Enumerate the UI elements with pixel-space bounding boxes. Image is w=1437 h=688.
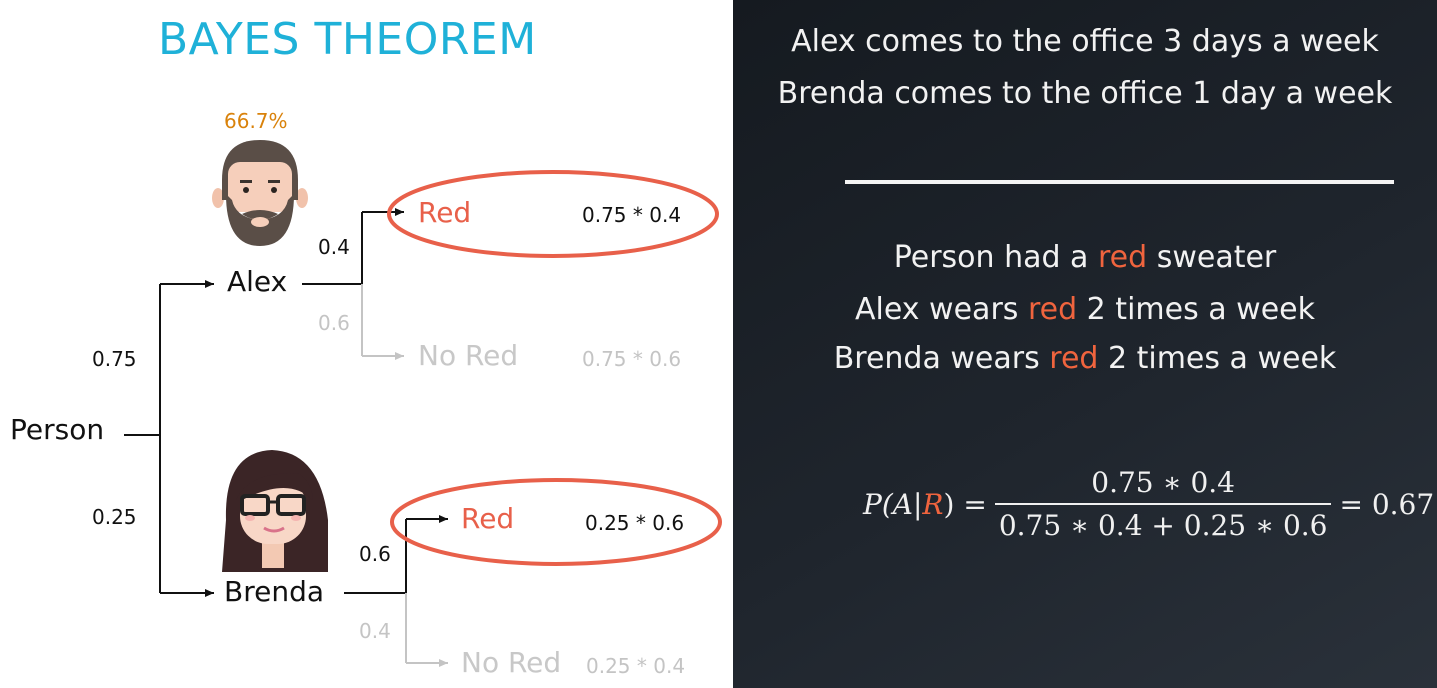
alex-nored-outcome: No Red (418, 339, 519, 372)
brenda-nored-expression: 0.25 * 0.4 (586, 654, 686, 678)
formula-result: = 0.67 (1339, 487, 1435, 521)
observation-line: Person had a red sweater (893, 240, 1277, 275)
brenda-nored-outcome: No Red (461, 646, 562, 679)
alex-red-expression: 0.75 * 0.4 (582, 203, 682, 227)
brenda-red-outcome: Red (461, 502, 515, 535)
brenda-avatar (222, 450, 328, 572)
bayes-formula: P(A|R) = 0.75 ∗ 0.4 0.75 ∗ 0.4 + 0.25 ∗ … (863, 466, 1434, 542)
probability-tree-lines (124, 140, 722, 667)
brenda-prior-label: 0.25 (92, 505, 137, 529)
tree-panel: BAYES THEOREM (10, 14, 722, 679)
formula-lhs: P(A|R) = (863, 487, 987, 521)
alex-prior-label: 0.75 (92, 347, 137, 371)
fraction-bar (994, 503, 1332, 505)
formula-fraction: 0.75 ∗ 0.4 0.75 ∗ 0.4 + 0.25 ∗ 0.6 (994, 466, 1332, 542)
brenda-attendance-fact: Brenda comes to the office 1 day a week (777, 76, 1393, 111)
alex-avatar (212, 140, 308, 246)
brenda-red-word: red (1049, 341, 1099, 376)
brenda-red-expression: 0.25 * 0.6 (585, 511, 685, 535)
formula-r-symbol: R (922, 487, 944, 521)
brenda-p-red: 0.6 (359, 542, 391, 566)
alex-p-nored: 0.6 (318, 311, 350, 335)
alex-attendance-fact: Alex comes to the office 3 days a week (791, 24, 1379, 59)
facts-panel: Alex comes to the office 3 days a week B… (733, 0, 1437, 688)
alex-branch-lines (302, 208, 404, 360)
brenda-red-highlight (390, 478, 722, 566)
root-branch-lines (124, 280, 214, 597)
alex-name: Alex (227, 265, 288, 298)
alex-posterior-percent: 66.7% (224, 109, 288, 133)
observation-red-word: red (1097, 240, 1148, 275)
alex-wears-line: Alex wears red 2 times a week (854, 292, 1315, 327)
brenda-name: Brenda (224, 575, 325, 608)
root-person-label: Person (10, 413, 105, 446)
alex-red-highlight (387, 170, 719, 258)
divider (845, 180, 1394, 184)
page-title: BAYES THEOREM (158, 14, 537, 65)
brenda-branch-lines (344, 515, 448, 667)
alex-red-word: red (1027, 292, 1078, 327)
alex-red-outcome: Red (418, 196, 472, 229)
alex-p-red: 0.4 (318, 235, 350, 259)
brenda-wears-line: Brenda wears red 2 times a week (833, 341, 1337, 376)
brenda-p-nored: 0.4 (359, 619, 391, 643)
formula-denominator: 0.75 ∗ 0.4 + 0.25 ∗ 0.6 (998, 509, 1328, 542)
formula-numerator: 0.75 ∗ 0.4 (1091, 466, 1235, 499)
alex-nored-expression: 0.75 * 0.6 (582, 347, 682, 371)
